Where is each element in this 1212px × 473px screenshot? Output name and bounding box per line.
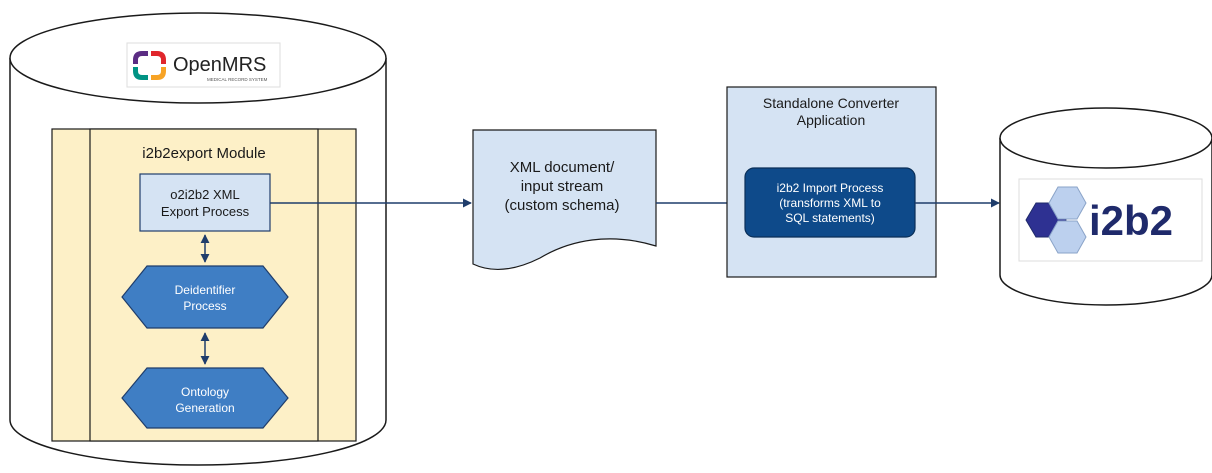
i2b2-logo-name: i2b2 xyxy=(1089,197,1173,244)
i2b2-hexagon-mark-icon xyxy=(1025,186,1087,254)
openmrs-logo-mark-icon xyxy=(133,51,166,80)
import-process-box: i2b2 Import Process (transforms XML to S… xyxy=(744,167,916,238)
import-line2: (transforms XML to xyxy=(779,196,881,210)
module-title: i2b2export Module xyxy=(142,145,265,162)
deidentifier-line1: Deidentifier xyxy=(175,283,236,297)
deidentifier-process-hexagon: Deidentifier Process xyxy=(121,265,289,329)
export-process-line1: o2i2b2 XML xyxy=(170,187,239,202)
import-line1: i2b2 Import Process xyxy=(777,181,884,195)
ontology-generation-hexagon: Ontology Generation xyxy=(121,367,289,429)
import-line3: SQL statements) xyxy=(785,211,875,225)
openmrs-logo-name: OpenMRS xyxy=(173,54,266,76)
xml-document-shape: XML document/ input stream (custom schem… xyxy=(472,129,657,270)
ontology-line1: Ontology xyxy=(181,385,229,399)
openmrs-logo: OpenMRS MEDICAL RECORD SYSTEM xyxy=(126,42,281,88)
converter-title-line1: Standalone Converter xyxy=(763,95,900,111)
document-line3: (custom schema) xyxy=(504,197,619,214)
ontology-line2: Generation xyxy=(175,401,234,415)
export-process-box: o2i2b2 XML Export Process xyxy=(139,173,271,232)
deidentifier-line2: Process xyxy=(183,299,226,313)
export-process-line2: Export Process xyxy=(161,204,250,219)
document-line2: input stream xyxy=(521,178,604,195)
openmrs-logo-tagline: MEDICAL RECORD SYSTEM xyxy=(207,77,268,82)
converter-title-line2: Application xyxy=(797,112,866,128)
document-line1: XML document/ xyxy=(510,159,615,176)
i2b2-logo: i2b2 xyxy=(1018,178,1203,262)
